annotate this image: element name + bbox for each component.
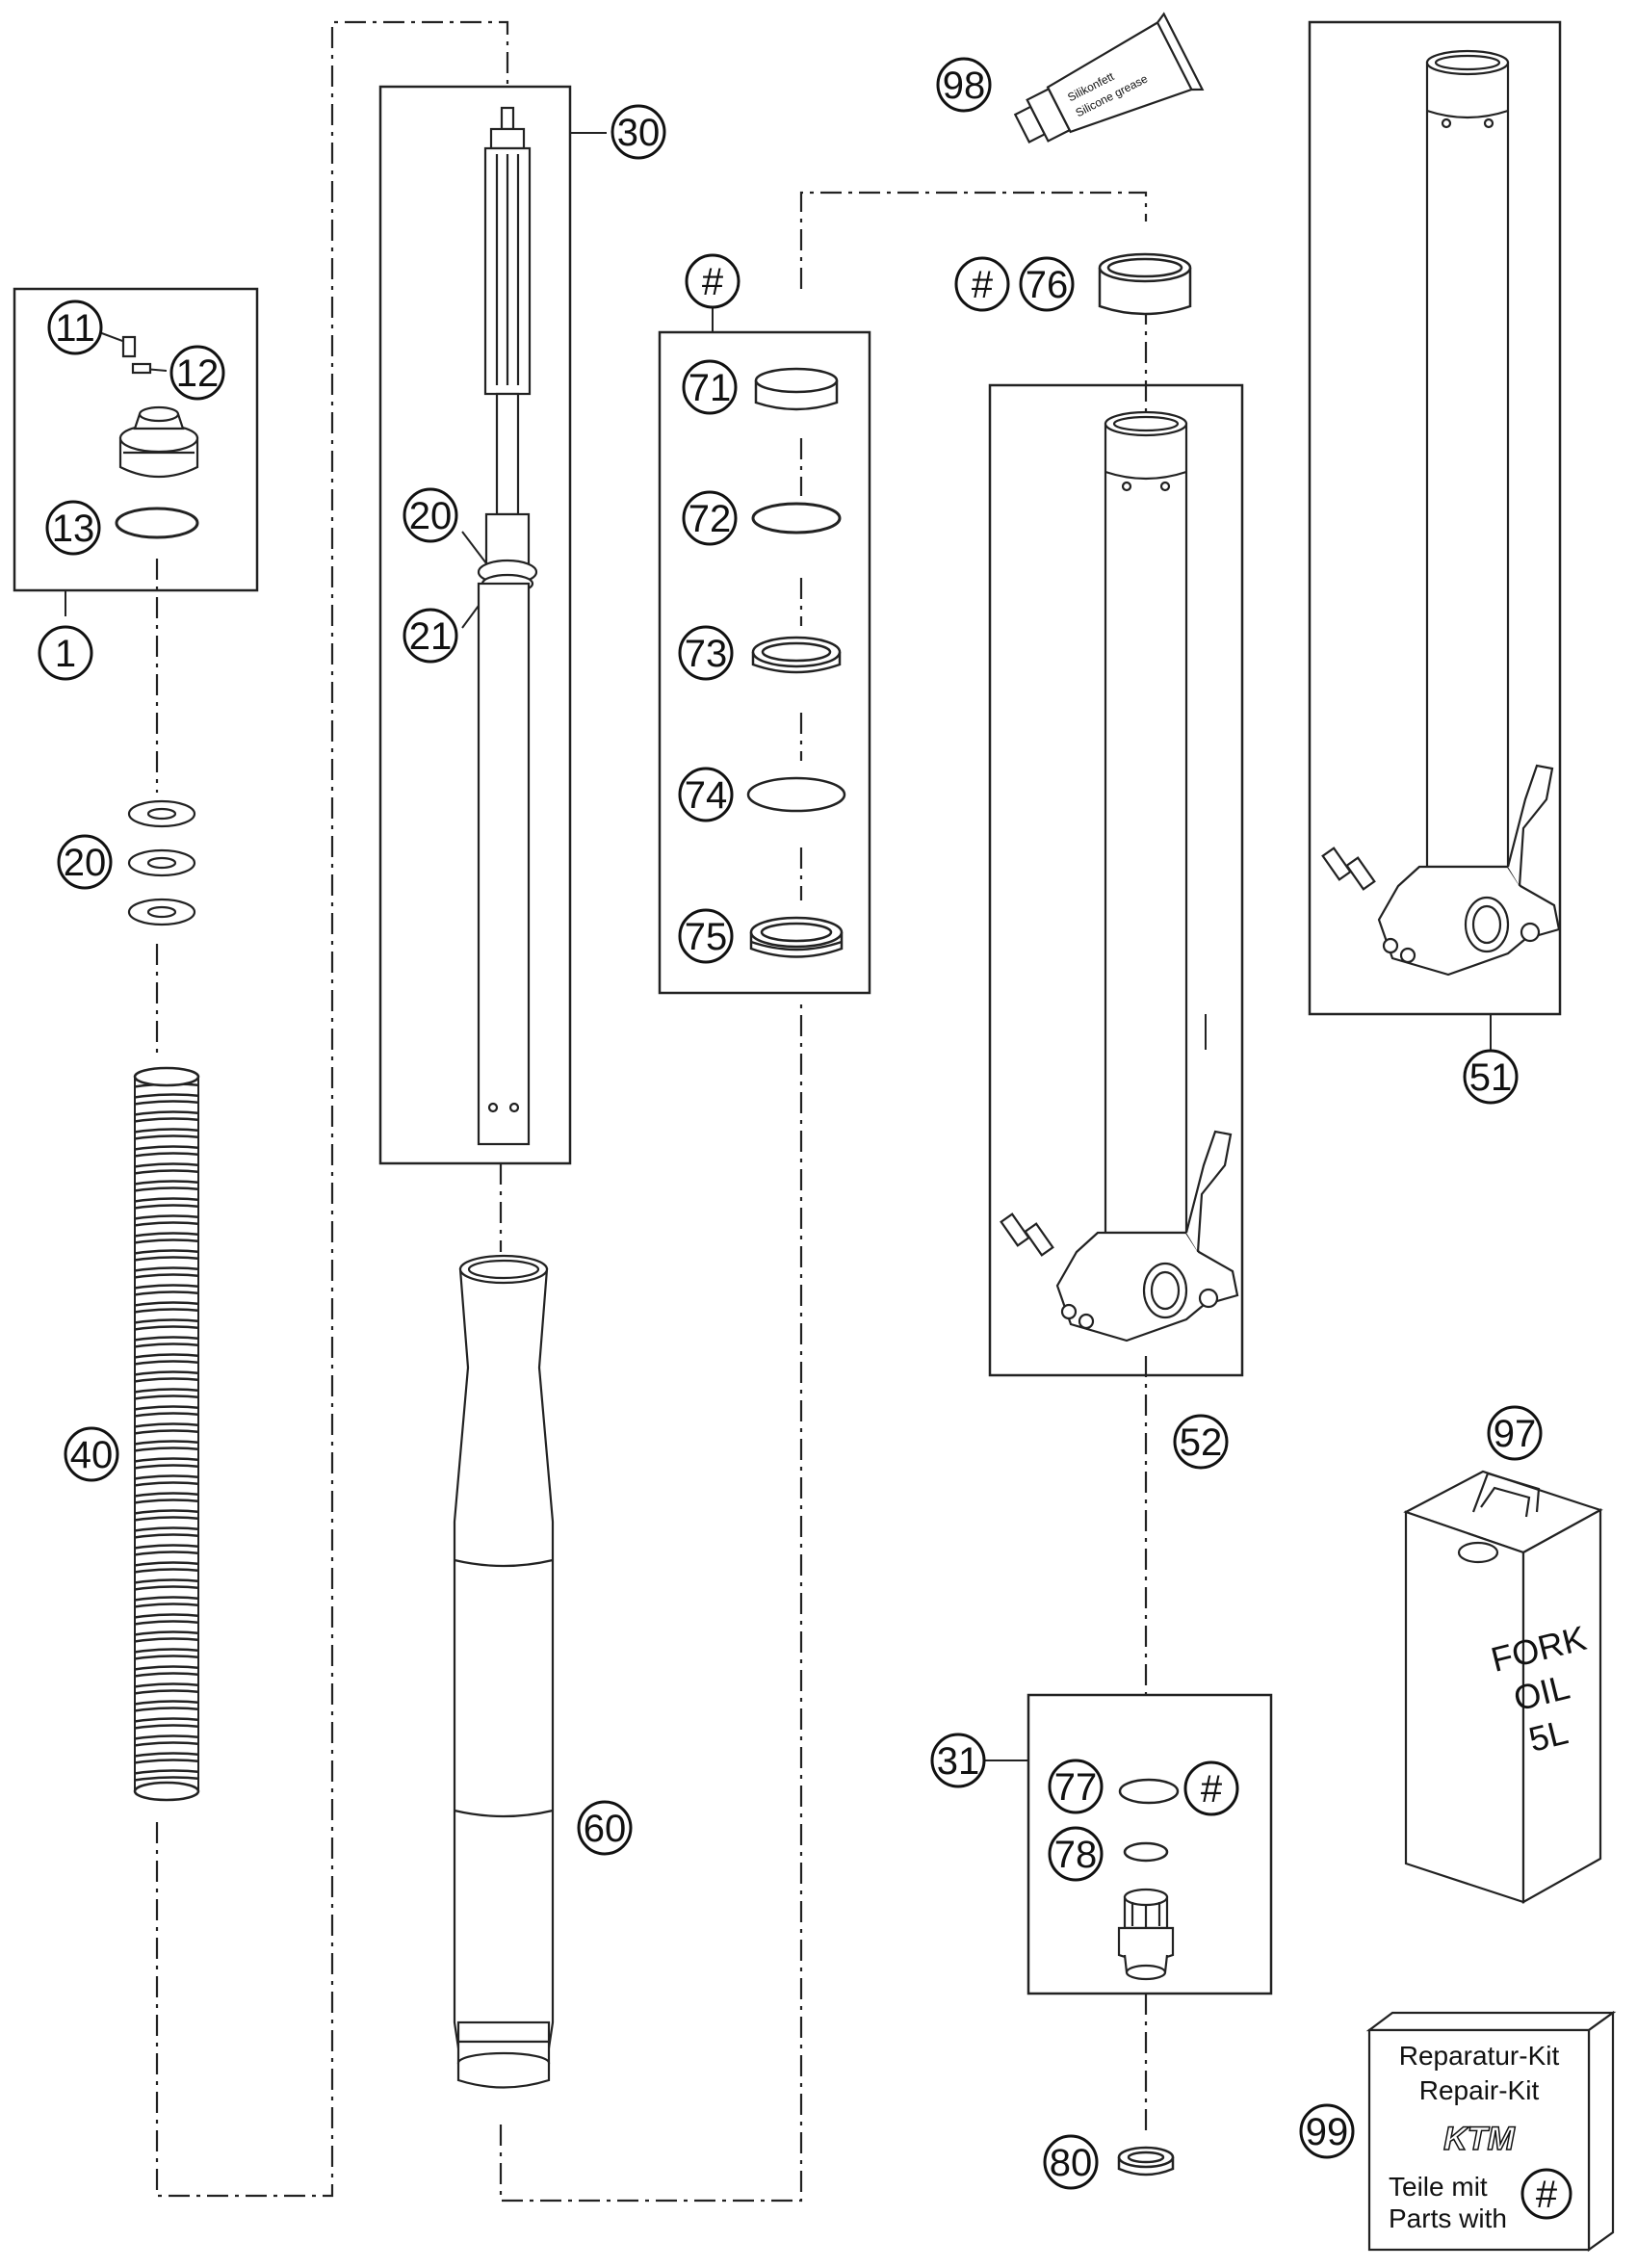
screw-11-part	[121, 335, 137, 358]
svg-text:75: 75	[685, 916, 728, 958]
callout-75: 75	[678, 908, 734, 964]
callout-20-washers: 20	[57, 834, 113, 890]
callout-12: 12	[169, 345, 225, 401]
callout-60: 60	[577, 1800, 633, 1856]
svg-text:#: #	[702, 261, 724, 303]
repair-kit-box-illustration: Reparatur-Kit Repair-Kit KTM Teile mit P…	[1365, 2010, 1617, 2253]
outer-tube-illustration	[1000, 410, 1239, 1343]
box-axle-clamp-complete	[1308, 20, 1562, 1016]
cartridge-illustration	[477, 106, 538, 1146]
svg-text:78: 78	[1054, 1834, 1098, 1876]
svg-text:#: #	[1201, 1768, 1223, 1811]
oil-can-label-3: 5L	[1524, 1711, 1572, 1759]
svg-text:31: 31	[937, 1740, 980, 1783]
svg-text:21: 21	[409, 615, 453, 658]
svg-text:51: 51	[1469, 1056, 1513, 1099]
callout-1: 1	[38, 625, 93, 681]
callout-40: 40	[64, 1426, 119, 1482]
part-80-illustration	[1117, 2146, 1175, 2177]
callout-76: 76	[1019, 256, 1075, 312]
callout-21: 21	[403, 608, 458, 664]
svg-text:98: 98	[943, 65, 986, 107]
callout-97: 97	[1487, 1405, 1543, 1461]
repair-kit-title-en: Repair-Kit	[1419, 2075, 1540, 2105]
fork-oil-can-illustration: FORK OIL 5L	[1403, 1470, 1603, 1904]
box-compression-valve	[1026, 1693, 1273, 1995]
ring-72-part	[751, 502, 842, 534]
o-ring-78-part	[1123, 1841, 1169, 1863]
svg-text:20: 20	[64, 842, 107, 884]
repair-kit-parts-de: Teile mit	[1389, 2172, 1488, 2202]
callout-99: 99	[1299, 2103, 1355, 2159]
ring-74-part	[746, 776, 846, 813]
svg-text:76: 76	[1026, 264, 1069, 306]
callout-13: 13	[45, 500, 101, 556]
callout-11: 11	[47, 300, 103, 355]
spacer-washers-illustration	[127, 799, 196, 926]
callout-52: 52	[1173, 1414, 1229, 1470]
svg-text:#: #	[972, 264, 994, 306]
svg-text:71: 71	[689, 367, 732, 409]
ktm-logo: KTM	[1443, 2121, 1515, 2157]
callout-51: 51	[1463, 1049, 1519, 1105]
callout-20-cartridge: 20	[403, 487, 458, 543]
svg-text:80: 80	[1050, 2142, 1093, 2184]
callout-72: 72	[682, 490, 738, 546]
callout-73: 73	[678, 625, 734, 681]
box-screw-cap	[13, 287, 259, 592]
outer-tube-complete-illustration	[1321, 49, 1561, 977]
svg-text:97: 97	[1494, 1413, 1537, 1455]
svg-text:13: 13	[52, 508, 95, 550]
svg-text:52: 52	[1180, 1421, 1223, 1464]
svg-text:72: 72	[689, 498, 732, 540]
svg-text:73: 73	[685, 633, 728, 675]
screw-12-part	[131, 362, 152, 375]
compression-valve-illustration	[1117, 1778, 1180, 1981]
callout-80: 80	[1043, 2134, 1099, 2190]
svg-text:20: 20	[409, 495, 453, 537]
callout-31: 31	[930, 1733, 986, 1788]
bushing-76-illustration	[1098, 252, 1192, 316]
svg-text:1: 1	[55, 633, 76, 675]
callout-78: 78	[1048, 1826, 1104, 1882]
inner-tube-illustration	[453, 1254, 555, 2089]
svg-text:60: 60	[584, 1808, 627, 1850]
box-outer-tube	[988, 383, 1244, 1377]
svg-text:#: #	[1536, 2174, 1558, 2216]
group-boxes	[13, 20, 1562, 1995]
svg-text:40: 40	[70, 1434, 114, 1476]
svg-text:30: 30	[617, 112, 661, 154]
callout-hash-99: #	[1520, 2168, 1572, 2220]
callout-74: 74	[678, 767, 734, 822]
svg-text:12: 12	[176, 352, 220, 395]
repair-kit-parts-en: Parts with	[1389, 2203, 1507, 2233]
callout-hash-kit: #	[685, 253, 741, 309]
svg-text:11: 11	[55, 307, 95, 350]
callouts: 11 12 13 1 20 40 30 20 21 60 98 # 71 72 …	[38, 57, 1572, 2220]
callout-hash-76: #	[954, 256, 1010, 312]
svg-text:74: 74	[685, 774, 728, 817]
callout-hash-77: #	[1183, 1760, 1239, 1816]
o-ring-13-part	[115, 507, 199, 539]
box-bushing-kit	[658, 330, 871, 995]
bushing-rings-illustration	[746, 367, 846, 958]
o-ring-77-part	[1118, 1778, 1180, 1805]
callout-77: 77	[1048, 1759, 1104, 1814]
leader-lines	[65, 132, 1492, 2136]
screw-cap-illustration	[118, 335, 199, 479]
svg-text:77: 77	[1054, 1766, 1098, 1809]
box-cartridge	[378, 85, 572, 1165]
callout-30: 30	[611, 104, 666, 160]
assembly-lines	[155, 20, 1148, 2203]
grease-tube-illustration: Silikonfett Silicone grease	[1013, 12, 1205, 143]
repair-kit-title-de: Reparatur-Kit	[1399, 2041, 1560, 2071]
fork-spring-illustration	[133, 1066, 200, 1802]
svg-text:99: 99	[1306, 2111, 1349, 2153]
callout-98: 98	[936, 57, 992, 113]
callout-71: 71	[682, 359, 738, 415]
